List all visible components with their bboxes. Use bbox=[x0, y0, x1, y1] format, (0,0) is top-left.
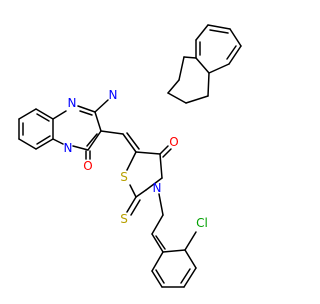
molecule-canvas: N N O N S N O S Cl bbox=[18, 24, 242, 288]
atom-o-left: O bbox=[83, 159, 92, 173]
bonds bbox=[18, 24, 242, 288]
atom-cl: Cl bbox=[196, 216, 208, 230]
atom-s-thione: S bbox=[120, 212, 128, 226]
molecule-structure: N N O N S N O S Cl bbox=[18, 24, 242, 288]
atom-n-isoquinoline: N bbox=[109, 88, 118, 102]
atom-s-ring: S bbox=[120, 170, 128, 184]
atom-labels: N N O N S N O S Cl bbox=[64, 88, 208, 230]
atom-o-right: O bbox=[169, 135, 178, 149]
atom-n-top: N bbox=[68, 96, 77, 110]
atom-n-thiazolidine: N bbox=[153, 181, 162, 195]
atom-n-bridge: N bbox=[64, 141, 73, 155]
